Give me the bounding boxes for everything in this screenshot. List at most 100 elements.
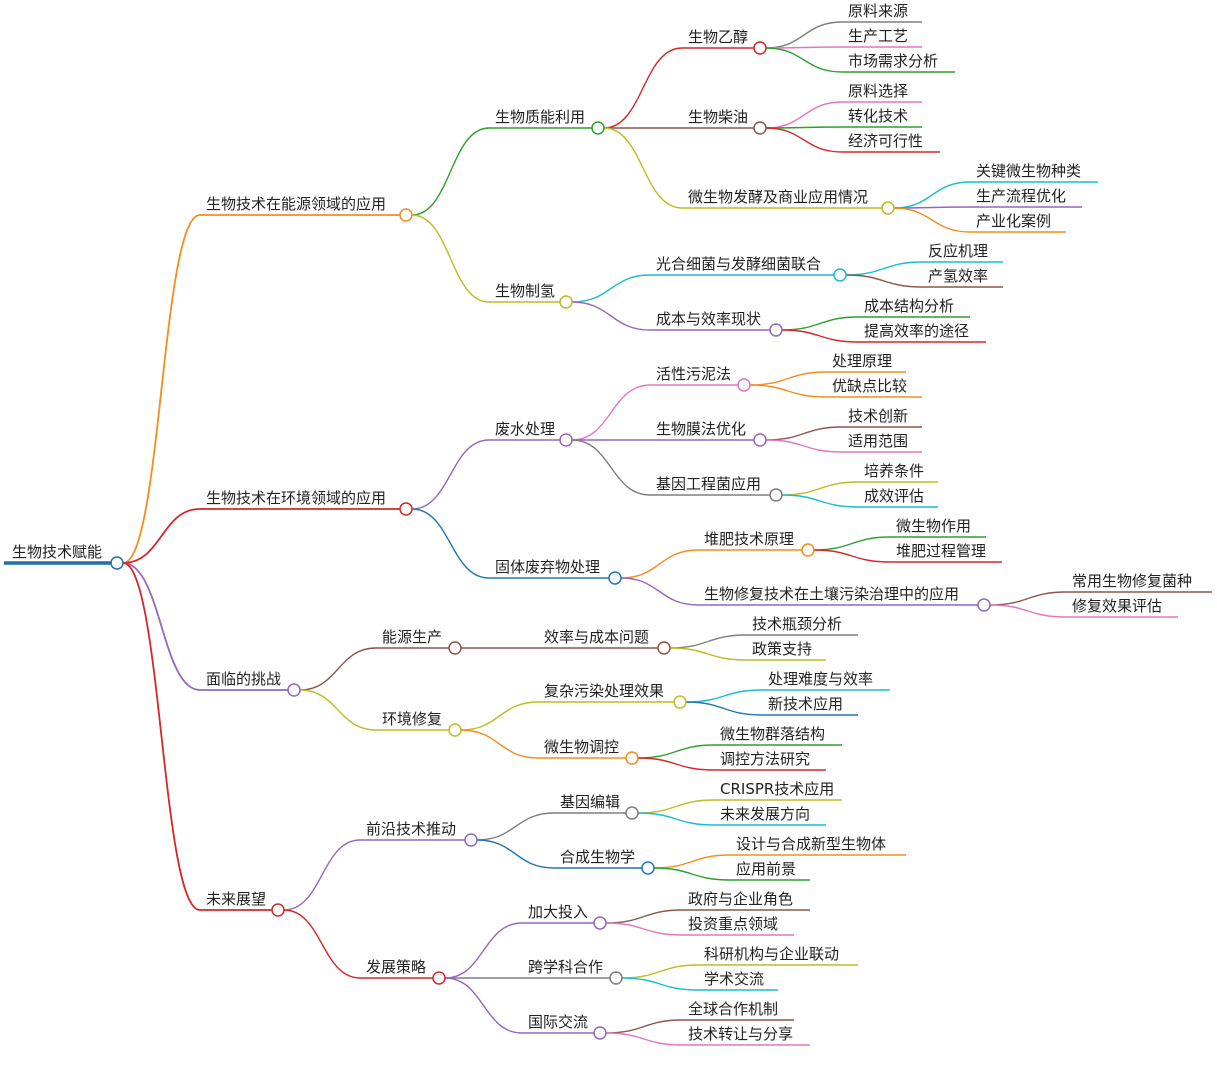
link-r-1 (122, 508, 201, 564)
collapse-toggle-r-0-0-2[interactable] (881, 201, 895, 215)
collapse-toggle-r-3[interactable] (271, 903, 285, 917)
node-label-r-1-0-1-1: 适用范围 (848, 432, 908, 450)
link-r-2-1-1 (460, 729, 539, 759)
link-r-2-0 (299, 647, 377, 691)
link-r-1-0-2 (571, 439, 651, 496)
collapse-toggle-r-1-0-0[interactable] (737, 378, 751, 392)
collapse-toggle-r-3-0-1[interactable] (641, 861, 655, 875)
link-r-3-0-0-1 (637, 812, 715, 826)
node-label-r-1-1: 固体废弃物处理 (495, 558, 600, 576)
collapse-toggle-r-1-0-2[interactable] (769, 488, 783, 502)
link-r-0-0-0-2 (765, 47, 843, 73)
link-r-0-1-0-0 (845, 261, 923, 276)
link-r-2-0-0-0 (669, 634, 747, 649)
collapse-toggle-r-3-1[interactable] (432, 971, 446, 985)
link-r-3-0-1 (476, 839, 555, 869)
node-label-r-0-1-1-0: 成本结构分析 (864, 297, 954, 315)
collapse-toggle-r-2-0[interactable] (448, 641, 462, 655)
collapse-toggle-r-0-1[interactable] (559, 295, 573, 309)
node-label-r-3-1: 发展策略 (366, 958, 426, 976)
link-r-3-0-1-1 (653, 867, 731, 881)
collapse-toggle-r-1-1-0[interactable] (801, 543, 815, 557)
collapse-toggle-r-2-1-1[interactable] (625, 751, 639, 765)
link-r-1-1-1 (620, 577, 699, 606)
node-label-r-3-1-0-0: 政府与企业角色 (688, 890, 793, 908)
node-label-r-0-1-0: 光合细菌与发酵细菌联合 (656, 255, 821, 273)
collapse-toggle-r-1-1-1[interactable] (977, 598, 991, 612)
collapse-toggle-r-0-0[interactable] (591, 121, 605, 135)
link-r-1-1-0-0 (813, 536, 891, 551)
node-label-r-1-0-2-0: 培养条件 (864, 462, 924, 480)
link-r-3-1-2-0 (605, 1019, 683, 1034)
node-label-r-1-0-1: 生物膜法优化 (656, 420, 746, 438)
collapse-toggle-r-0-0-0[interactable] (753, 41, 767, 55)
collapse-toggle-r-1-1[interactable] (608, 571, 622, 585)
node-label-r-3-0-0-0: CRISPR技术应用 (720, 780, 834, 798)
node-label-r-0-0-1-0: 原料选择 (848, 82, 908, 100)
node-label-r-0: 生物技术在能源领域的应用 (206, 195, 386, 213)
node-label-r-0-1-0-1: 产氢效率 (928, 267, 988, 285)
link-r-0-0-2 (603, 127, 683, 209)
node-label-r-2: 面临的挑战 (206, 670, 281, 688)
node-label-r-1-1-0: 堆肥技术原理 (704, 530, 794, 548)
link-r-1-1-0 (620, 549, 699, 579)
node-label-r-0-0-0-2: 市场需求分析 (848, 52, 938, 70)
node-label-r-1-0-2-1: 成效评估 (864, 487, 924, 505)
collapse-toggle-r-0[interactable] (399, 208, 413, 222)
link-r-3-1-0 (444, 922, 523, 979)
collapse-toggle-r-3-1-0[interactable] (593, 916, 607, 930)
collapse-toggle-r-1-0-1[interactable] (753, 433, 767, 447)
node-label-r-2-1-1-1: 调控方法研究 (720, 750, 810, 768)
link-r-2-0-0-1 (669, 647, 747, 661)
collapse-toggle-r-3-0[interactable] (464, 833, 478, 847)
link-r-1-0-2-0 (781, 481, 859, 496)
link-r-3-1-1-1 (621, 977, 699, 991)
node-label-r-2-0-0-1: 政策支持 (752, 640, 812, 658)
link-r-0-0-1-0 (765, 101, 843, 129)
collapse-toggle-r-1-0[interactable] (559, 433, 573, 447)
branch-links (4, 21, 1212, 1046)
collapse-toggle-r-3-1-1[interactable] (609, 971, 623, 985)
collapse-toggle-r-2-1-0[interactable] (673, 695, 687, 709)
link-r-0-1-1-1 (781, 329, 859, 343)
link-r-1-1-0-1 (813, 549, 891, 563)
node-label-r-3-1-0: 加大投入 (528, 903, 588, 921)
node-label-r-1-1-0-1: 堆肥过程管理 (896, 542, 986, 560)
link-r-0-1-0 (571, 274, 651, 303)
node-label-r-3-0-1-0: 设计与合成新型生物体 (736, 835, 886, 853)
node-label-r-1-1-1-0: 常用生物修复菌种 (1072, 572, 1192, 590)
collapse-toggle-r-1[interactable] (399, 502, 413, 516)
link-r-1-0-0 (571, 384, 651, 441)
collapse-toggle-r-2[interactable] (287, 683, 301, 697)
node-label-r-3-1-1-0: 科研机构与企业联动 (704, 945, 839, 963)
node-label-r-3-1-1-1: 学术交流 (704, 970, 764, 988)
link-r-3 (122, 562, 201, 911)
node-label-r-1-1-1: 生物修复技术在土壤污染治理中的应用 (704, 585, 959, 603)
collapse-toggle-r-0-1-0[interactable] (833, 268, 847, 282)
collapse-toggle-r-0-0-1[interactable] (753, 121, 767, 135)
node-label-r-0-1-1: 成本与效率现状 (656, 310, 761, 328)
collapse-toggle-r-2-0-0[interactable] (657, 641, 671, 655)
collapse-toggle-r-2-1[interactable] (448, 723, 462, 737)
node-label-r-2-0-0: 效率与成本问题 (544, 628, 649, 646)
node-labels: 生物技术赋能生物技术在能源领域的应用生物质能利用生物乙醇原料来源生产工艺市场需求… (12, 2, 1192, 1043)
link-r-2-1 (299, 689, 377, 731)
link-r-1-0-0-0 (749, 371, 827, 386)
link-r-0-1-1 (571, 301, 651, 331)
collapse-toggle-r-3-1-2[interactable] (593, 1026, 607, 1040)
link-r-2-1-0-0 (685, 689, 763, 703)
link-r-2-1-1-0 (637, 744, 715, 759)
collapse-toggle-r-3-0-0[interactable] (625, 806, 639, 820)
node-label-r-0-1: 生物制氢 (495, 282, 555, 300)
link-r-3-0-0-0 (637, 799, 715, 814)
link-r-2-1-0-1 (685, 701, 763, 716)
link-r-3-1-0-1 (605, 922, 683, 936)
collapse-toggle-r[interactable] (110, 556, 124, 570)
node-label-r-1-0-0: 活性污泥法 (656, 365, 731, 383)
link-r-3-1-1-0 (621, 964, 699, 979)
node-label-r-2-0-0-0: 技术瓶颈分析 (752, 615, 842, 633)
collapse-toggle-r-0-1-1[interactable] (769, 323, 783, 337)
link-r-1-0-1-1 (765, 439, 843, 453)
node-label-r-0-0-2-1: 生产流程优化 (976, 187, 1066, 205)
